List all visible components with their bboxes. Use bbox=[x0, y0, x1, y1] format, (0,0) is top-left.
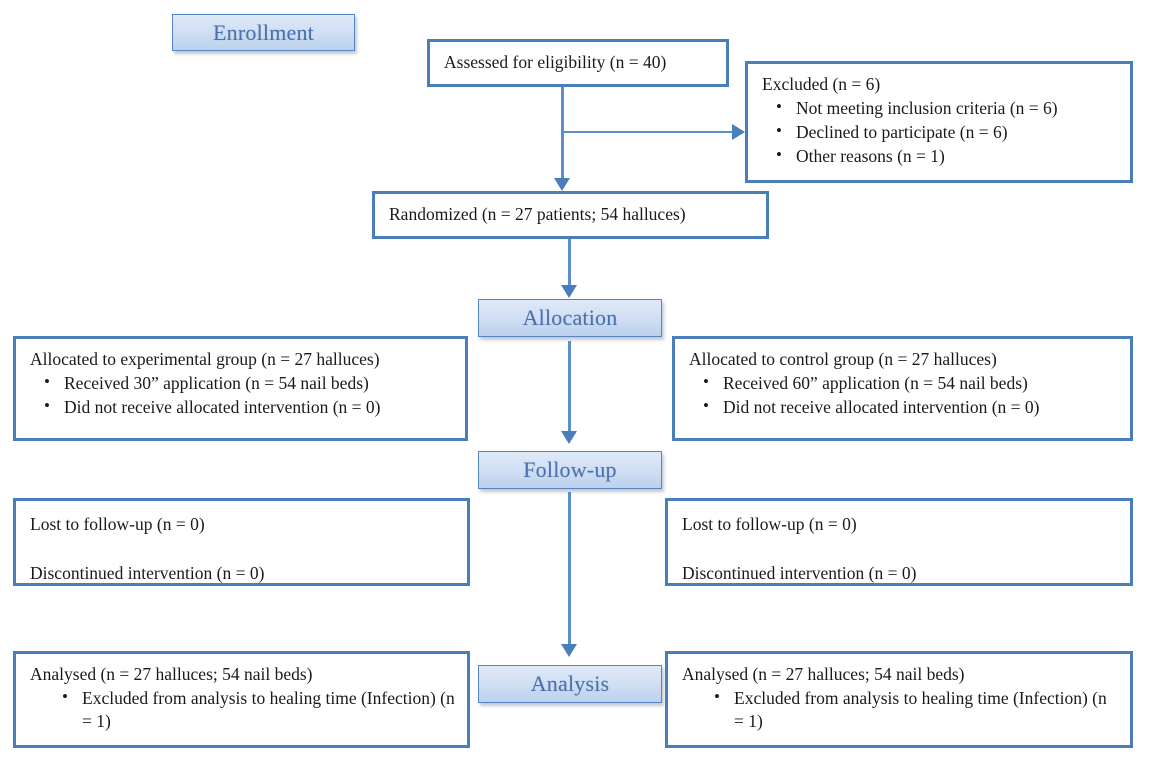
list-item: Declined to participate (n = 6) bbox=[776, 120, 1118, 144]
allocated-control-headline: Allocated to control group (n = 27 hallu… bbox=[689, 349, 997, 369]
arrowhead-allocation-to-followup bbox=[561, 431, 577, 444]
arrowhead-branch-to-excluded bbox=[732, 124, 745, 140]
arrowhead-randomized-to-allocation bbox=[561, 285, 577, 298]
stage-label-analysis: Analysis bbox=[478, 665, 662, 703]
box-excluded: Excluded (n = 6) Not meeting inclusion c… bbox=[745, 61, 1133, 183]
arrowhead-assessed-to-randomized bbox=[554, 178, 570, 191]
analysed-right-headline: Analysed (n = 27 halluces; 54 nail beds) bbox=[682, 664, 965, 684]
list-item: Other reasons (n = 1) bbox=[776, 144, 1118, 168]
allocated-experimental-list: Received 30” application (n = 54 nail be… bbox=[30, 371, 453, 419]
stage-label-allocation: Allocation bbox=[478, 299, 662, 337]
stage-label-enrollment-text: Enrollment bbox=[213, 19, 314, 45]
list-item: Received 60” application (n = 54 nail be… bbox=[703, 371, 1118, 395]
analysed-right-list: Excluded from analysis to healing time (… bbox=[682, 686, 1118, 733]
analysed-left-list: Excluded from analysis to healing time (… bbox=[30, 686, 455, 733]
list-item: Did not receive allocated intervention (… bbox=[44, 395, 453, 419]
box-assessed-for-eligibility: Assessed for eligibility (n = 40) bbox=[427, 39, 729, 87]
connector-assessed-to-randomized bbox=[561, 87, 564, 182]
box-analysed-right: Analysed (n = 27 halluces; 54 nail beds)… bbox=[665, 651, 1133, 748]
list-item: Not meeting inclusion criteria (n = 6) bbox=[776, 96, 1118, 120]
stage-label-analysis-text: Analysis bbox=[530, 671, 610, 696]
excluded-headline: Excluded (n = 6) bbox=[762, 74, 881, 94]
list-item: Excluded from analysis to healing time (… bbox=[62, 686, 455, 733]
excluded-reason-list: Not meeting inclusion criteria (n = 6) D… bbox=[762, 96, 1118, 168]
followup-left-line-1: Lost to follow-up (n = 0) bbox=[30, 514, 205, 534]
followup-left-line-2: Discontinued intervention (n = 0) bbox=[30, 563, 265, 584]
box-randomized: Randomized (n = 27 patients; 54 halluces… bbox=[372, 191, 769, 239]
stage-label-allocation-text: Allocation bbox=[522, 305, 618, 330]
list-item: Did not receive allocated intervention (… bbox=[703, 395, 1118, 419]
list-item: Excluded from analysis to healing time (… bbox=[714, 686, 1118, 733]
box-followup-right: Lost to follow-up (n = 0) Discontinued i… bbox=[665, 498, 1133, 586]
randomized-headline: Randomized (n = 27 patients; 54 halluces… bbox=[389, 204, 686, 225]
stage-label-followup: Follow-up bbox=[478, 451, 662, 489]
connector-branch-to-excluded bbox=[563, 131, 736, 133]
box-followup-left: Lost to follow-up (n = 0) Discontinued i… bbox=[13, 498, 470, 586]
assessed-headline: Assessed for eligibility (n = 40) bbox=[444, 52, 667, 73]
allocated-control-list: Received 60” application (n = 54 nail be… bbox=[689, 371, 1118, 419]
connector-allocation-to-followup bbox=[568, 341, 571, 435]
connector-randomized-to-allocation bbox=[568, 239, 571, 289]
followup-right-line-1: Lost to follow-up (n = 0) bbox=[682, 514, 857, 534]
box-allocated-control: Allocated to control group (n = 27 hallu… bbox=[672, 336, 1133, 441]
stage-label-followup-text: Follow-up bbox=[523, 457, 617, 482]
arrowhead-followup-to-analysis bbox=[561, 644, 577, 657]
stage-label-enrollment: Enrollment bbox=[172, 14, 355, 51]
box-allocated-experimental: Allocated to experimental group (n = 27 … bbox=[13, 336, 468, 441]
followup-right-line-2: Discontinued intervention (n = 0) bbox=[682, 563, 917, 584]
box-analysed-left: Analysed (n = 27 halluces; 54 nail beds)… bbox=[13, 651, 470, 748]
allocated-experimental-headline: Allocated to experimental group (n = 27 … bbox=[30, 349, 380, 369]
analysed-left-headline: Analysed (n = 27 halluces; 54 nail beds) bbox=[30, 664, 313, 684]
connector-followup-to-analysis bbox=[568, 492, 571, 648]
list-item: Received 30” application (n = 54 nail be… bbox=[44, 371, 453, 395]
